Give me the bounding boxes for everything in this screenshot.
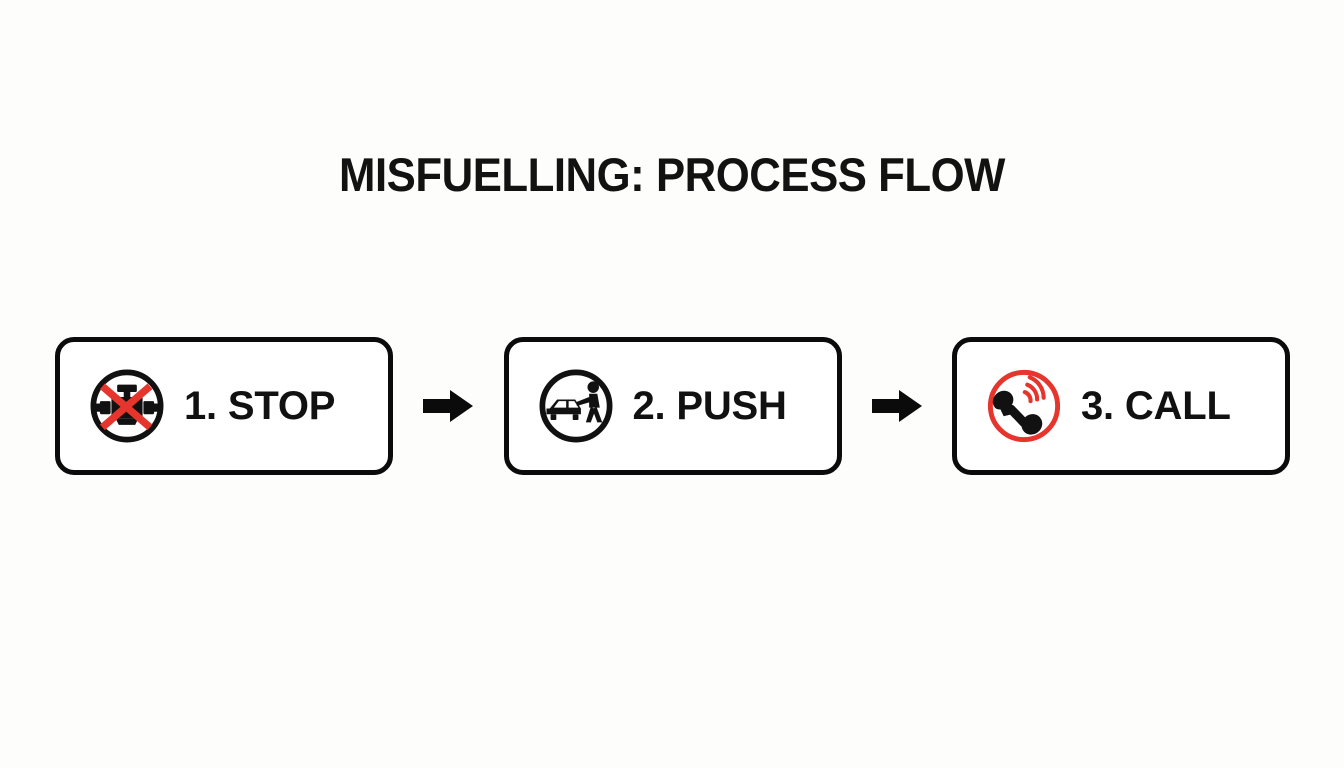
arrow-right-icon-2 xyxy=(869,383,925,429)
step-label-call: 3. CALL xyxy=(1081,383,1231,428)
engine-crossed-out-icon xyxy=(86,365,168,447)
page-title: MISFUELLING: PROCESS FLOW xyxy=(339,148,1005,201)
step-card-call[interactable]: 3. CALL xyxy=(952,337,1290,475)
process-flow-row: 1. STOP xyxy=(55,337,1290,475)
step-label-stop: 1. STOP xyxy=(184,383,336,428)
arrow-right-icon-1 xyxy=(420,383,476,429)
phone-ringing-icon xyxy=(983,365,1065,447)
person-pushing-car-icon xyxy=(535,365,617,447)
step-label-push: 2. PUSH xyxy=(632,383,787,428)
step-card-push[interactable]: 2. PUSH xyxy=(503,337,842,475)
step-card-stop[interactable]: 1. STOP xyxy=(55,337,393,475)
